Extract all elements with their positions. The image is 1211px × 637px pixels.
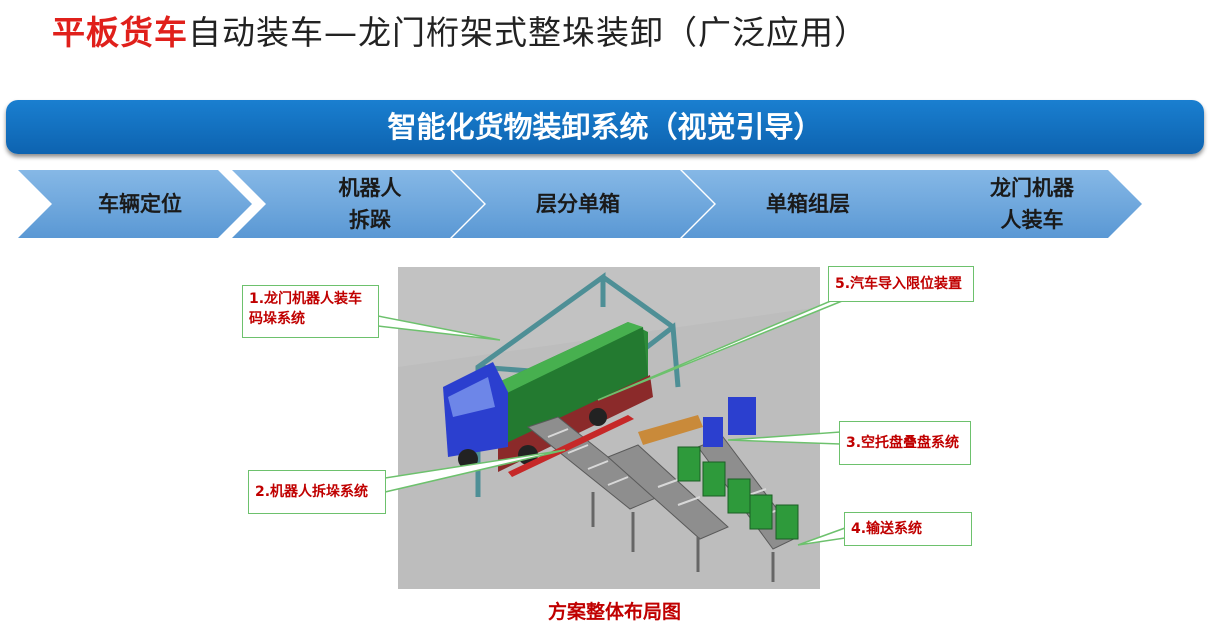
leader-5 (597, 296, 853, 401)
callout-5: 5.汽车导入限位装置 (828, 266, 974, 302)
leader-4 (797, 526, 846, 546)
flow-step-4-arrow (682, 170, 946, 238)
title-rest: 自动装车—龙门桁架式整垛装卸（广泛应用） (188, 13, 868, 52)
leader-1 (377, 315, 501, 341)
callout-1: 1.龙门机器人装车 码垛系统 (242, 285, 379, 338)
flow-step-1-label: 车辆定位 (98, 192, 182, 216)
flow-step-5-arrow (910, 170, 1142, 238)
callout-4: 4.输送系统 (844, 512, 972, 546)
page-title: 平板货车自动装车—龙门桁架式整垛装卸（广泛应用） (52, 6, 868, 54)
leader-3 (727, 431, 841, 445)
title-highlight: 平板货车 (52, 13, 188, 52)
process-flow (18, 170, 1142, 238)
flow-step-2-label: 机器人 拆跺 (338, 176, 402, 232)
flow-step-3-label: 层分单箱 (536, 192, 620, 216)
diagram-caption: 方案整体布局图 (548, 601, 682, 623)
flow-step-3-arrow (452, 170, 714, 238)
callout-3: 3.空托盘叠盘系统 (839, 421, 971, 465)
flow-step-5-label: 龙门机器 人装车 (990, 176, 1074, 232)
system-banner: 智能化货物装卸系统（视觉引导） (6, 100, 1204, 154)
flow-step-2-arrow (232, 170, 484, 238)
flow-step-4-label: 单箱组层 (766, 192, 850, 216)
layout-illustration (398, 267, 820, 589)
leader-2 (384, 449, 566, 493)
callout-2: 2.机器人拆垛系统 (248, 470, 386, 514)
flow-step-1-arrow (18, 170, 252, 238)
